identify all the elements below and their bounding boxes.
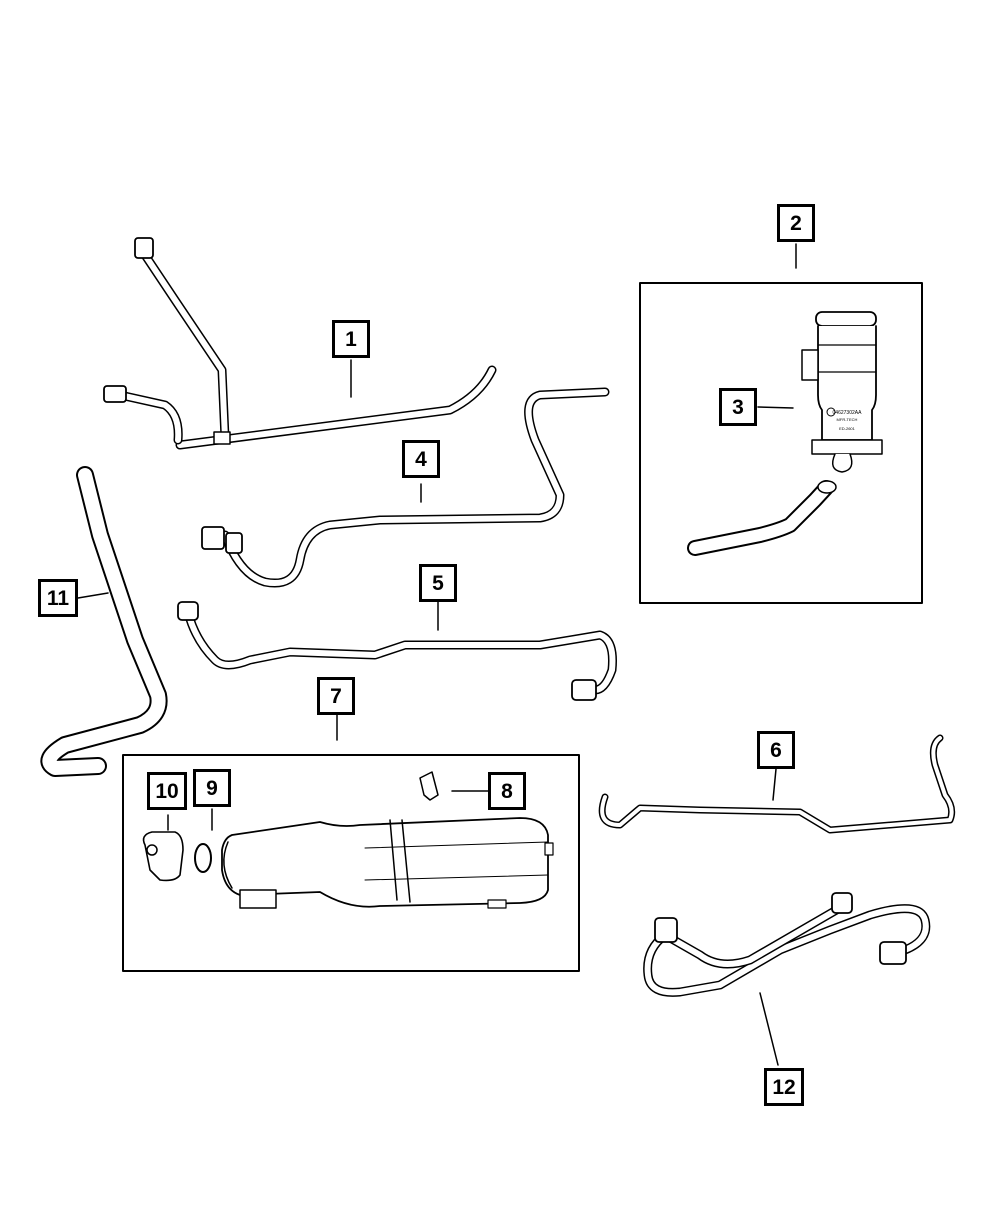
part-1-vapor-line [103, 237, 497, 450]
part-12-hose-assembly [643, 892, 931, 997]
part-3-purge-valve [801, 311, 883, 473]
callout-6: 6 [757, 731, 795, 769]
callout-8: 8 [488, 772, 526, 810]
callout-7: 7 [317, 677, 355, 715]
leader-lines [77, 243, 797, 1066]
callout-4: 4 [402, 440, 440, 478]
callout-3: 3 [719, 388, 757, 426]
part-9-o-ring [194, 843, 212, 873]
purge-valve-part-number: 04627302AA [833, 410, 863, 416]
part-7-group-frame [122, 754, 580, 972]
purge-valve-mfr-text: MFR-TECH [837, 417, 858, 422]
part-11-hose [40, 466, 168, 777]
callout-10: 10 [147, 772, 187, 810]
part-2-group-frame [639, 282, 923, 604]
callout-2: 2 [777, 204, 815, 242]
part-8-clip [419, 771, 439, 801]
part-5-tube [177, 601, 617, 701]
callout-12: 12 [764, 1068, 804, 1106]
part-10-valve [142, 831, 184, 882]
part-2-hose [687, 480, 837, 556]
part-4-tube [201, 387, 610, 588]
callout-11: 11 [38, 579, 78, 617]
callout-1: 1 [332, 320, 370, 358]
callout-9: 9 [193, 769, 231, 807]
callout-5: 5 [419, 564, 457, 602]
part-6-tube [598, 734, 956, 834]
part-7-canister [221, 817, 554, 909]
purge-valve-code: ED-2601 [839, 426, 856, 431]
